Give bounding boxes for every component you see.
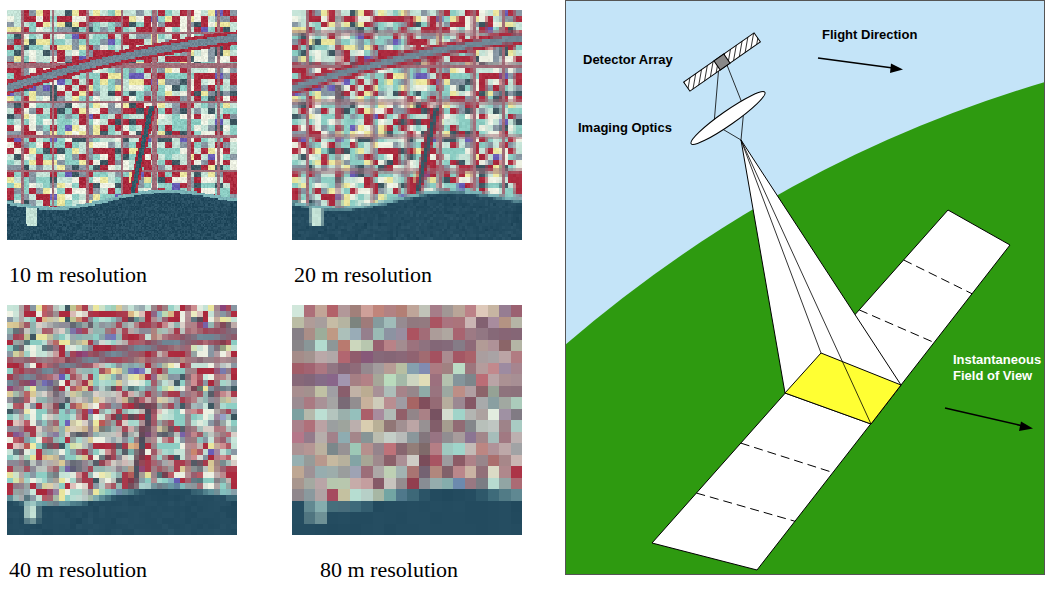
pixel-raster <box>292 305 522 535</box>
satellite-image <box>292 10 522 240</box>
resolution-tile: 10 m resolution <box>7 10 237 240</box>
satellite-image <box>7 10 237 240</box>
beam-ray <box>741 140 821 353</box>
flight-arrow-head <box>1019 422 1033 432</box>
resolution-tile: 20 m resolution <box>292 10 522 240</box>
detector-bar <box>684 33 761 91</box>
diagram-label: Instantaneous Field of View <box>953 352 1049 384</box>
satellite-image <box>292 305 522 535</box>
resolution-caption: 20 m resolution <box>294 262 432 288</box>
diagram-label: Flight Direction <box>822 27 917 43</box>
ground-swath <box>652 210 1010 570</box>
flight-arrow-shaft <box>945 408 1023 426</box>
detector-element <box>714 54 730 70</box>
scan-line <box>904 260 972 294</box>
pixel-raster <box>7 305 237 535</box>
resolution-tile: 40 m resolution <box>7 305 237 535</box>
detector-array <box>684 33 761 91</box>
satellite-image <box>7 305 237 535</box>
optical-ray <box>725 60 744 140</box>
resolution-tile: 80 m resolution <box>292 305 522 535</box>
flight-arrow-head <box>890 64 903 74</box>
resolution-caption: 10 m resolution <box>9 262 147 288</box>
flight-arrow-shaft <box>818 58 893 68</box>
earth-surface <box>565 82 1045 575</box>
pixel-raster <box>292 10 522 240</box>
scan-line <box>741 443 833 472</box>
sky-background <box>565 0 1045 575</box>
resolution-caption: 40 m resolution <box>9 557 147 583</box>
pixel-raster <box>7 10 237 240</box>
imaging-lens <box>687 86 769 149</box>
beam-ray <box>741 140 871 424</box>
resolution-caption: 80 m resolution <box>320 557 458 583</box>
scan-line <box>696 493 795 521</box>
view-beam <box>741 140 901 424</box>
diagram-label: Detector Array <box>583 52 673 68</box>
diagram-label: Imaging Optics <box>578 120 672 136</box>
panel-border <box>566 1 1045 575</box>
